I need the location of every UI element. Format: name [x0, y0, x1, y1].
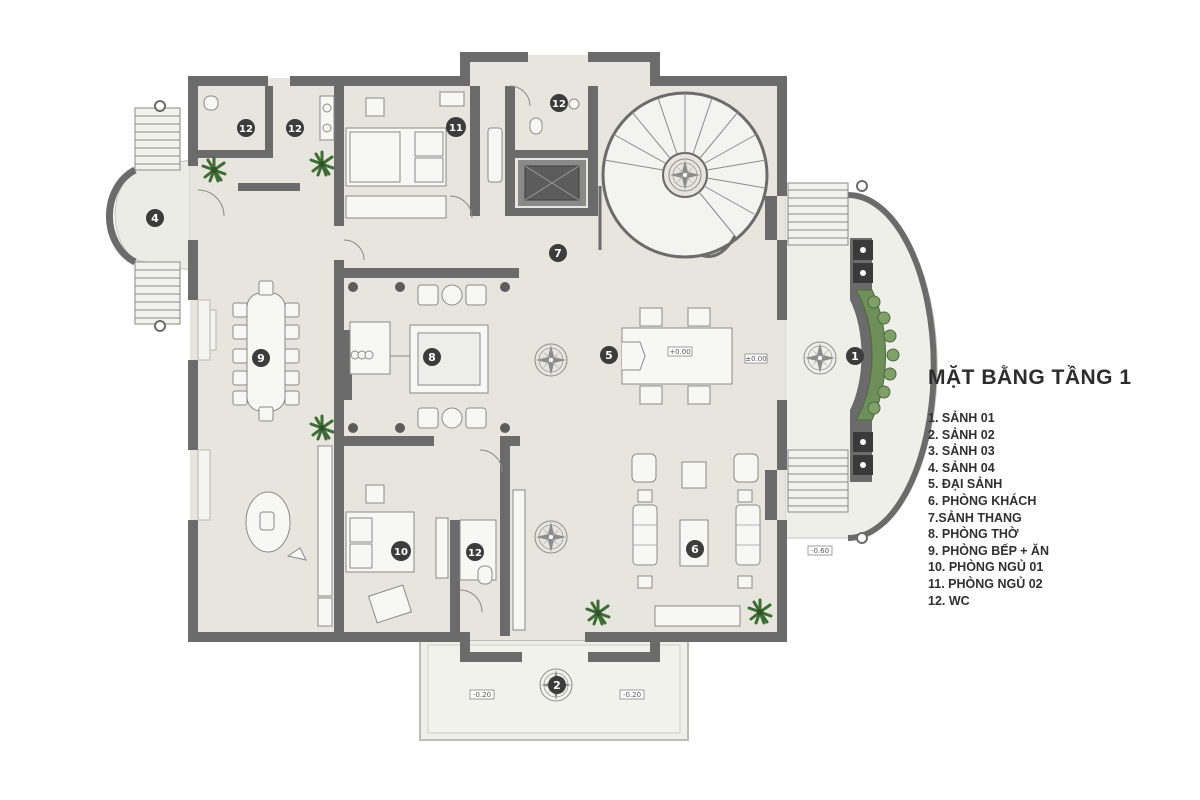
room-marker-12d	[466, 543, 484, 561]
room-marker-6	[686, 540, 704, 558]
room-marker-2	[548, 676, 566, 694]
room-number-12d: 12	[468, 548, 482, 559]
room-number-12b: 12	[288, 124, 302, 135]
room-marker-4	[146, 209, 164, 227]
room-number-4: 4	[151, 212, 159, 225]
legend-list: 1. SẢNH 01 2. SẢNH 02 3. SẢNH 03 4. SẢNH…	[928, 410, 1178, 609]
level-tag-terrace-right: -0.20	[623, 691, 641, 699]
room-marker-12c	[550, 94, 568, 112]
legend-item: 6. PHÒNG KHÁCH	[928, 493, 1037, 508]
plan-legend: MẶT BẰNG TẦNG 1 1. SẢNH 01 2. SẢNH 02 3.…	[928, 366, 1178, 609]
level-tag-entry: ±0.00	[745, 355, 766, 363]
legend-item: 5. ĐẠI SẢNH	[928, 477, 1003, 492]
legend-item: 1. SẢNH 01	[928, 411, 995, 425]
room-number-10: 10	[394, 547, 408, 558]
level-tag-outside: -0.60	[811, 547, 829, 555]
room-marker-10	[391, 541, 411, 561]
room-number-12c: 12	[552, 99, 566, 110]
legend-item: 11. PHÒNG NGỦ 02	[928, 576, 1043, 591]
legend-item: 10. PHÒNG NGỦ 01	[928, 560, 1044, 575]
legend-item: 8. PHÒNG THỜ	[928, 527, 1019, 542]
room-number-6: 6	[691, 543, 699, 556]
room-marker-7	[549, 244, 567, 262]
legend-item: 3. SẢNH 03	[928, 444, 995, 459]
legend-item: 4. SẢNH 04	[928, 460, 995, 475]
legend-item: 7.SẢNH THANG	[928, 510, 1022, 525]
room-marker-9	[252, 349, 270, 367]
legend-item: 2. SẢNH 02	[928, 427, 995, 442]
room-number-7: 7	[554, 247, 562, 260]
level-tag-hall: +0.00	[669, 348, 690, 356]
room-number-1: 1	[851, 350, 859, 363]
room-marker-12b	[286, 119, 304, 137]
room-number-5: 5	[605, 349, 613, 362]
room-marker-12a	[237, 119, 255, 137]
plan-title: MẶT BẰNG TẦNG 1	[928, 366, 1132, 389]
room-number-12a: 12	[239, 124, 253, 135]
room-marker-11	[446, 117, 466, 137]
room-marker-1	[846, 347, 864, 365]
room-marker-8	[423, 348, 441, 366]
room-marker-5	[600, 346, 618, 364]
legend-item: 12. WC	[928, 593, 970, 608]
room-number-8: 8	[428, 351, 436, 364]
room-number-9: 9	[257, 352, 265, 365]
room-number-2: 2	[553, 679, 561, 692]
legend-item: 9. PHÒNG BẾP + ĂN	[928, 543, 1049, 558]
level-tag-terrace-left: -0.20	[473, 691, 491, 699]
room-number-11: 11	[449, 123, 463, 134]
